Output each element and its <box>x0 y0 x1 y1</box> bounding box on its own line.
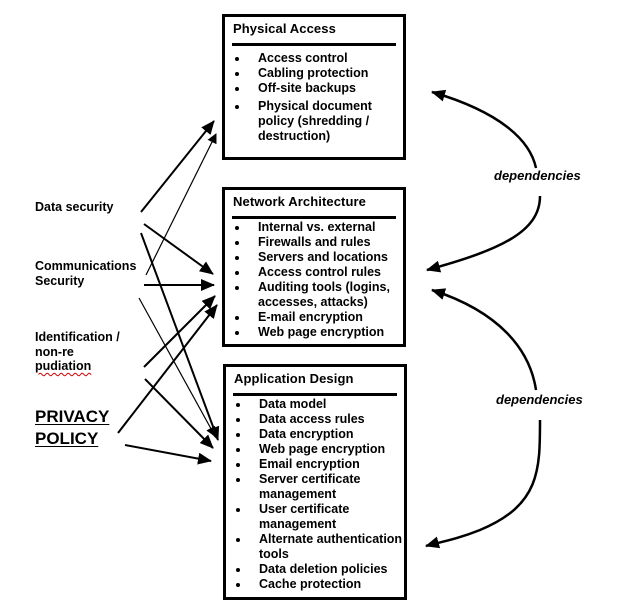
box-title: Physical Access <box>233 21 336 36</box>
application-design-box: Application Design Data model Data acces… <box>223 364 407 600</box>
source-communications-security: Communications Security <box>35 259 136 288</box>
list-item: Data model <box>234 397 404 412</box>
arrow-data-security-to-application <box>140 232 220 441</box>
list-item: Data access rules <box>234 412 404 427</box>
list-item: Data encryption <box>234 427 404 442</box>
arrow-identification-to-network <box>143 295 216 368</box>
list-item: Servers and locations <box>233 250 403 265</box>
dependencies-label-top: dependencies <box>494 168 581 183</box>
privacy-line: POLICY <box>35 429 99 448</box>
list-item: Firewalls and rules <box>233 235 403 250</box>
arrow-communications-to-application <box>138 297 216 437</box>
source-privacy-policy: PRIVACY POLICY <box>35 406 109 450</box>
source-label-line: Communications <box>35 259 137 273</box>
arrow-privacy-to-application <box>124 444 212 465</box>
item-list: Internal vs. external Firewalls and rule… <box>233 220 403 340</box>
source-label-line: Identification / <box>35 330 120 344</box>
list-item: Internal vs. external <box>233 220 403 235</box>
list-item: User certificate management <box>234 502 404 532</box>
dependency-arrow-top-upper <box>431 89 538 169</box>
title-divider <box>232 43 396 46</box>
dependency-arrow-bottom-upper <box>431 288 538 391</box>
physical-access-box: Physical Access Access control Cabling p… <box>222 14 406 160</box>
arrow-data-security-to-network <box>143 223 214 275</box>
source-identification: Identification / non-re pudiation <box>35 330 120 374</box>
list-item: Cabling protection <box>233 66 398 81</box>
network-architecture-box: Network Architecture Internal vs. extern… <box>222 187 406 347</box>
arrow-privacy-to-network <box>117 304 218 434</box>
box-title: Application Design <box>234 371 354 386</box>
source-label: Data security <box>35 200 114 214</box>
list-item: Access control rules <box>233 265 403 280</box>
list-item: Web page encryption <box>233 325 403 340</box>
arrow-identification-to-application <box>144 378 214 449</box>
source-label-line: Security <box>35 273 85 288</box>
source-data-security: Data security <box>35 200 114 215</box>
source-label-line: pudiation <box>35 359 120 374</box>
dependencies-label-bottom: dependencies <box>496 392 583 407</box>
spellcheck-word: pudiation <box>35 359 92 373</box>
list-item: Cache protection <box>234 577 404 592</box>
list-item: Data deletion policies <box>234 562 404 577</box>
list-item: Web page encryption <box>234 442 404 457</box>
box-title: Network Architecture <box>233 194 366 209</box>
arrow-communications-to-physical <box>145 133 217 276</box>
list-item: Access control <box>233 51 398 66</box>
list-item: Email encryption <box>234 457 404 472</box>
dependency-arrow-top-lower <box>426 195 542 273</box>
list-item: Off-site backups <box>233 81 398 96</box>
title-divider <box>233 393 397 396</box>
list-item: Alternate authentication tools <box>234 532 404 562</box>
list-item: Auditing tools (logins, accesses, attack… <box>233 280 403 310</box>
privacy-line: PRIVACY <box>35 407 110 426</box>
list-item: E-mail encryption <box>233 310 403 325</box>
list-item: Physical document policy (shredding / de… <box>233 99 398 144</box>
list-item: Server certificate management <box>234 472 404 502</box>
source-label-line: non-re <box>35 344 74 359</box>
arrow-data-security-to-physical <box>140 120 215 213</box>
title-divider <box>232 216 396 219</box>
item-list: Data model Data access rules Data encryp… <box>234 397 404 592</box>
dependency-arrow-bottom-lower <box>425 419 542 549</box>
item-list: Access control Cabling protection Off-si… <box>233 51 398 144</box>
